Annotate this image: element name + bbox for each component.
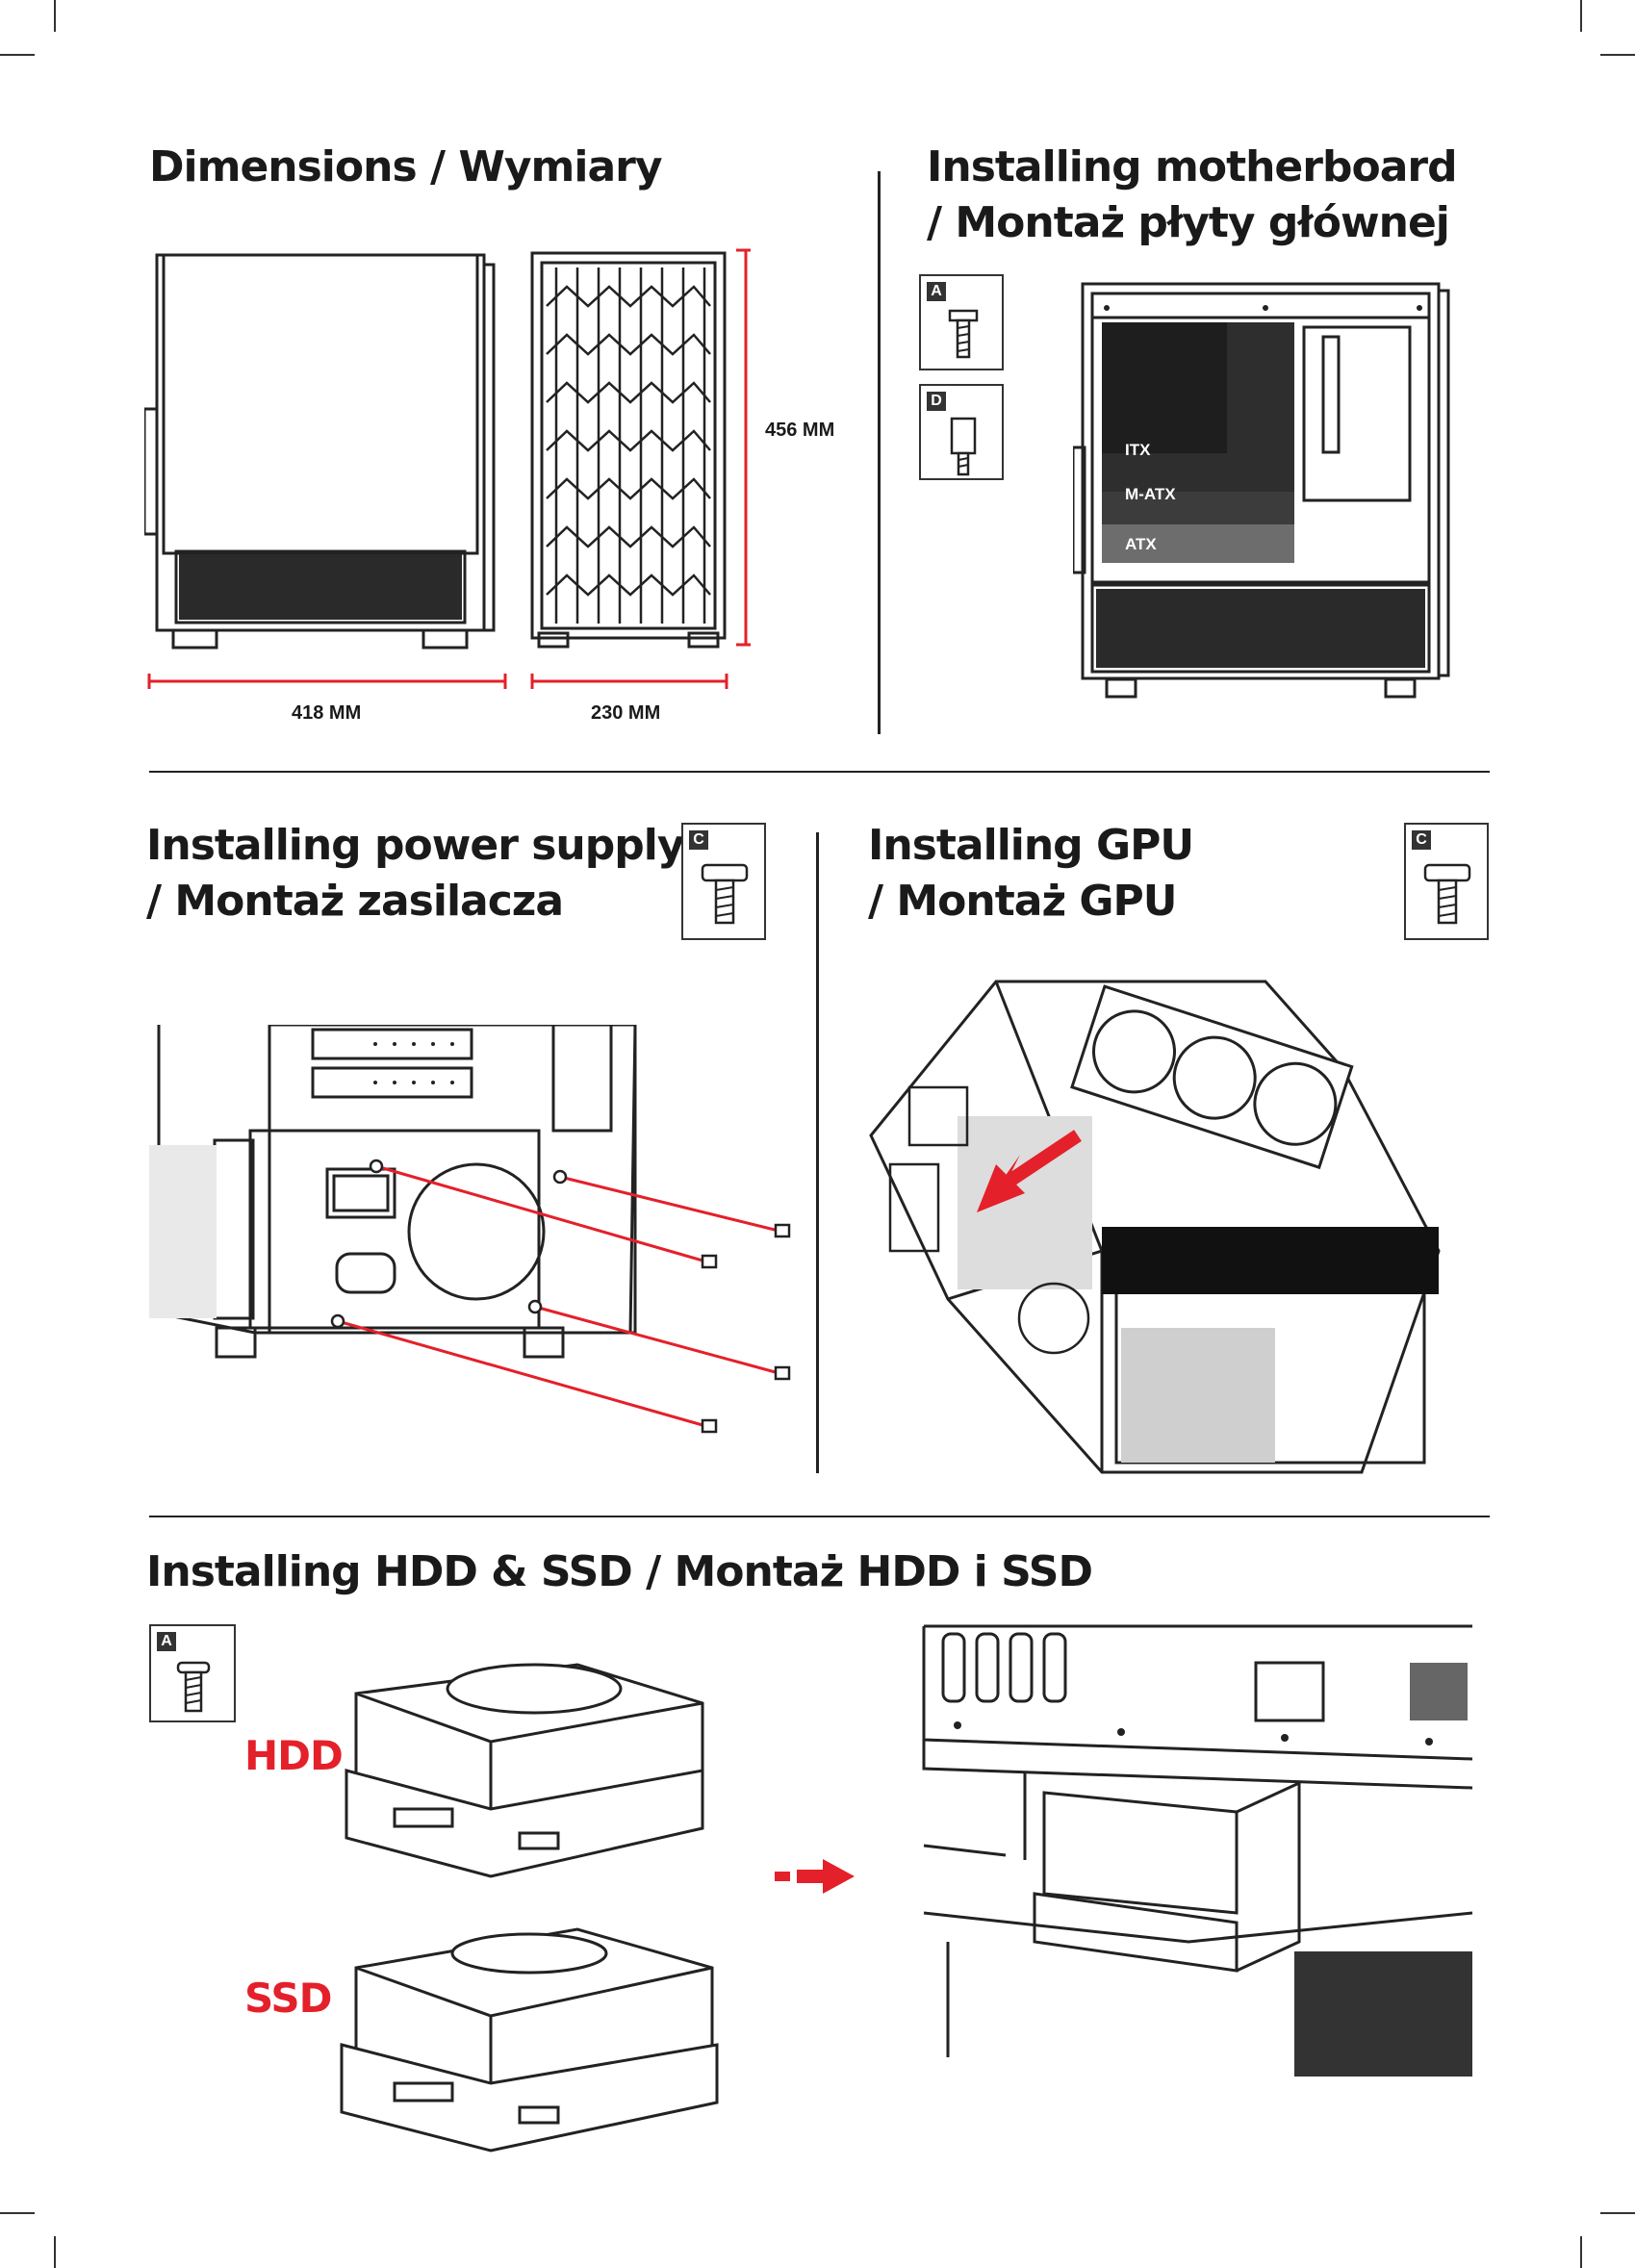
screw-icon xyxy=(1423,861,1471,929)
motherboard-title-line2: / Montaż płyty głównej xyxy=(927,195,1449,251)
screw-badge-c: C xyxy=(1412,830,1431,850)
screw-badge-d: D xyxy=(927,392,946,411)
standoff-icon xyxy=(950,415,977,478)
screw-badge-c: C xyxy=(689,830,708,850)
psu-title-line1: Installing power supply xyxy=(146,818,684,874)
length-dimension-label: 418 MM xyxy=(292,702,361,725)
gpu-title-line1: Installing GPU xyxy=(868,818,1193,874)
vertical-divider-top xyxy=(878,171,881,734)
ssd-bracket-diagram xyxy=(337,1910,731,2160)
dimensions-title: Dimensions / Wymiary xyxy=(149,140,662,195)
hdd-label: HDD xyxy=(244,1732,343,1779)
screw-c-box-gpu: C xyxy=(1404,823,1489,940)
screw-a-box-storage: A xyxy=(149,1624,236,1722)
arrow-right-icon xyxy=(770,1857,856,1896)
screw-badge-a: A xyxy=(927,282,946,301)
screw-icon xyxy=(701,861,749,929)
screw-icon xyxy=(176,1661,211,1719)
gpu-title-line2: / Montaż GPU xyxy=(868,874,1176,930)
dimension-lines xyxy=(144,241,751,693)
horizontal-divider-2 xyxy=(149,1516,1490,1517)
gpu-install-diagram xyxy=(861,972,1487,1482)
screw-badge-a: A xyxy=(157,1632,176,1651)
width-dimension-label: 230 MM xyxy=(591,702,660,725)
height-dimension-label: 456 MM xyxy=(765,420,834,442)
vertical-divider-middle xyxy=(816,832,819,1473)
storage-title: Installing HDD & SSD / Montaż HDD i SSD xyxy=(146,1544,1092,1600)
horizontal-divider-1 xyxy=(149,771,1490,773)
motherboard-title-line1: Installing motherboard xyxy=(927,140,1457,195)
matx-label: M-ATX xyxy=(1125,485,1176,504)
screw-icon xyxy=(948,309,979,367)
screw-c-box-psu: C xyxy=(681,823,766,940)
psu-install-diagram xyxy=(149,1025,813,1448)
drive-cage-installed-diagram xyxy=(919,1624,1477,2086)
screw-a-box-motherboard: A xyxy=(919,274,1004,370)
hdd-bracket-diagram xyxy=(337,1645,722,1896)
atx-label: ATX xyxy=(1125,535,1157,554)
ssd-label: SSD xyxy=(244,1975,331,2022)
standoff-d-box: D xyxy=(919,384,1004,480)
itx-label: ITX xyxy=(1125,441,1150,460)
psu-title-line2: / Montaż zasilacza xyxy=(146,874,563,930)
